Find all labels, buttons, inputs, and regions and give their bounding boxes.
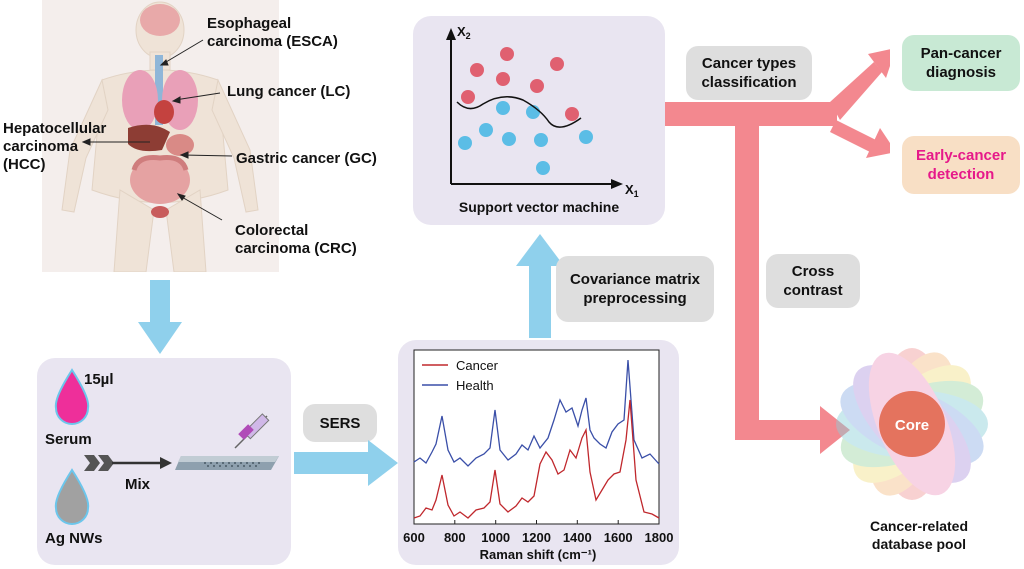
health-spectrum-line <box>413 359 660 467</box>
mix-arrow-icon <box>84 455 172 471</box>
xtick-600: 600 <box>403 530 425 545</box>
pink-flow-arrows <box>665 49 890 454</box>
database-caption: Cancer-related database pool <box>869 518 969 552</box>
ag-nws-label: Ag NWs <box>45 530 103 547</box>
serum-drop-icon <box>54 368 90 425</box>
xtick-1800: 1800 <box>645 530 674 545</box>
xtick-1400: 1400 <box>563 530 592 545</box>
classification-pill: Cancer types classification <box>686 46 812 100</box>
label-esca: Esophageal carcinoma (ESCA) <box>207 15 338 50</box>
serum-label: Serum <box>45 431 92 448</box>
arrow-anatomy-to-sample <box>138 280 182 354</box>
label-lung-cancer: Lung cancer (LC) <box>227 83 351 100</box>
substrate-syringe-icon <box>175 413 279 470</box>
human-body-illustration <box>61 1 259 273</box>
svm-decision-boundary <box>456 96 582 128</box>
arrow-spectrum-to-svm <box>516 234 564 338</box>
svm-plot: X2 X1 Support vector machine <box>446 24 639 215</box>
svm-y-axis-label: X2 <box>457 24 471 41</box>
pan-cancer-box: Pan-cancer diagnosis <box>902 35 1020 91</box>
svm-panel <box>413 16 665 225</box>
label-hcc: Hepatocellular carcinoma (HCC) <box>3 120 107 173</box>
svm-blue-points <box>458 101 593 175</box>
anatomy-panel <box>42 0 279 273</box>
xtick-1200: 1200 <box>522 530 551 545</box>
svm-red-points <box>461 47 579 121</box>
xtick-1000: 1000 <box>481 530 510 545</box>
anatomy-pointer-lines <box>81 39 233 221</box>
ag-nws-drop-icon <box>54 468 90 525</box>
xtick-800: 800 <box>444 530 466 545</box>
arrow-sample-to-spectrum <box>294 440 398 486</box>
cancer-spectrum-line <box>413 399 660 519</box>
label-gastric-cancer: Gastric cancer (GC) <box>236 150 377 167</box>
xtick-1600: 1600 <box>604 530 633 545</box>
svm-title: Support vector machine <box>459 199 619 215</box>
covariance-pill: Covariance matrix preprocessing <box>556 256 714 322</box>
raman-spectrum-chart: Cancer Health 600 800 1000 1200 1400 160… <box>403 349 674 562</box>
svm-x-axis-label: X1 <box>625 182 639 199</box>
sers-pill: SERS <box>303 404 377 442</box>
legend-cancer: Cancer <box>456 358 499 373</box>
early-cancer-box: Early-cancer detection <box>902 136 1020 194</box>
cross-contrast-pill: Cross contrast <box>766 254 860 308</box>
spectrum-xlabel: Raman shift (cm⁻¹) <box>480 547 597 562</box>
mix-label: Mix <box>125 476 151 493</box>
legend-health: Health <box>456 378 494 393</box>
label-crc: Colorectal carcinoma (CRC) <box>235 222 357 257</box>
volume-label: 15µl <box>84 371 114 388</box>
core-label: Core <box>895 417 929 434</box>
database-venn-diagram: Core <box>836 348 988 500</box>
